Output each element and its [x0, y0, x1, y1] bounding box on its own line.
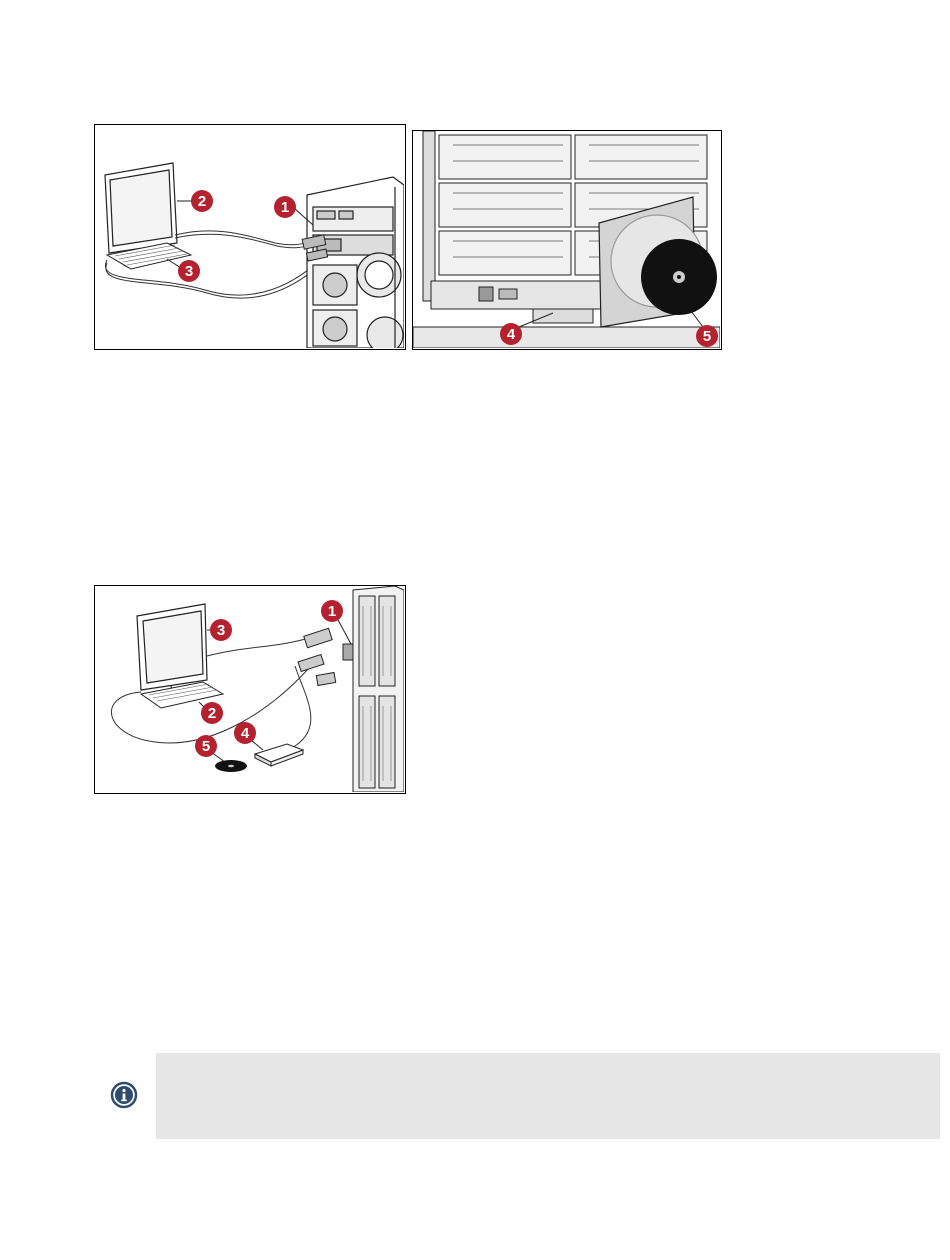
usb-dvd-drive	[255, 744, 303, 766]
callout-5: 5	[195, 735, 225, 762]
front-connection-illustration: 1 2 3	[95, 125, 404, 348]
blade-enclosure	[353, 586, 404, 792]
note-box	[156, 1053, 940, 1139]
callout-4-label: 4	[507, 326, 516, 343]
callout-4: 4	[234, 722, 263, 750]
figure-suv-connection: 1 3 2 5 4	[94, 585, 406, 794]
callout-2-label: 2	[198, 193, 206, 210]
callout-3-label: 3	[217, 622, 225, 639]
figure-front-connection: 1 2 3	[94, 124, 406, 350]
suv-cable-connectors	[298, 628, 359, 685]
callout-2: 2	[177, 190, 213, 212]
enclosure-illustration	[307, 177, 404, 348]
suv-connection-illustration: 1 3 2 5 4	[95, 586, 404, 792]
callout-1-label: 1	[281, 199, 289, 216]
callout-3: 3	[207, 619, 232, 641]
callout-2: 2	[199, 702, 223, 724]
callout-2-label: 2	[208, 705, 216, 722]
callout-3: 3	[167, 259, 200, 282]
callout-1-label: 1	[328, 603, 336, 620]
callout-5-label: 5	[202, 738, 210, 755]
callout-3-label: 3	[185, 263, 193, 280]
callout-5-label: 5	[703, 328, 711, 345]
info-icon	[110, 1081, 138, 1109]
dvd-disc	[215, 760, 247, 772]
dvd-disc	[641, 239, 717, 315]
figure-dvd-drive: 4 5	[412, 130, 722, 350]
callout-4-label: 4	[241, 725, 250, 742]
dvd-drive-illustration: 4 5	[413, 131, 720, 348]
